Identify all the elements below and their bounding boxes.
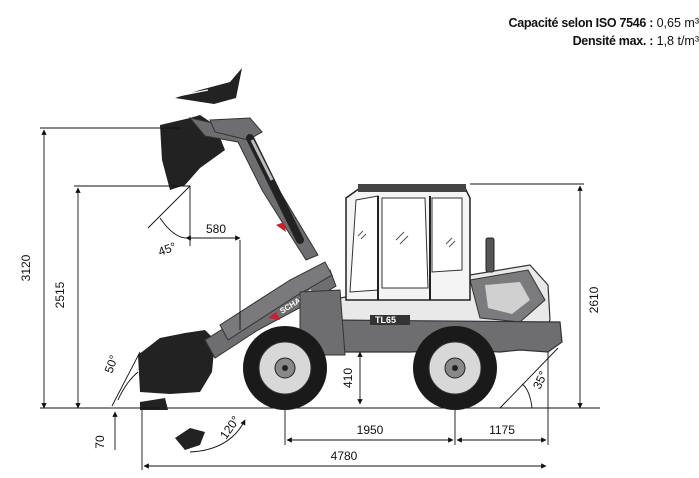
rear-wheel [413, 326, 497, 410]
ghost-bucket-dumped [175, 68, 242, 104]
lowered-bucket [138, 330, 215, 394]
cab [345, 184, 471, 301]
dump-angle-label: 45° [156, 239, 178, 258]
raised-arm-assembly: SCHAEFF [160, 68, 319, 272]
departure-angle-label: 35° [530, 369, 550, 392]
cab-height-label: 2610 [587, 286, 601, 313]
ghost-bucket-tilted [175, 428, 205, 450]
rear-overhang-label: 1175 [489, 423, 515, 437]
front-wheel [243, 326, 327, 410]
chassis: TL65 [299, 184, 563, 356]
density-value: 1,8 t/m³ [656, 34, 699, 48]
bucket-rotation-label: 120° [217, 413, 243, 442]
total-length-label: 4780 [331, 449, 358, 463]
reach-label: 580 [206, 222, 226, 236]
pin-height-label: 2515 [53, 281, 67, 308]
wheelbase-label: 1950 [357, 423, 384, 437]
dig-depth-label: 70 [93, 435, 107, 449]
model-badge: TL65 [375, 315, 396, 325]
capacity-spec: Capacité selon ISO 7546 : 0,65 m³ [508, 16, 699, 30]
density-spec: Densité max. : 1,8 t/m³ [573, 34, 699, 48]
density-label: Densité max. : [572, 34, 654, 48]
capacity-label: Capacité selon ISO 7546 : [508, 16, 654, 30]
capacity-value: 0,65 m³ [656, 16, 699, 30]
rollback-angle-label: 50° [102, 353, 121, 375]
ground-clearance-label: 410 [341, 368, 355, 388]
max-height-label: 3120 [19, 254, 33, 281]
